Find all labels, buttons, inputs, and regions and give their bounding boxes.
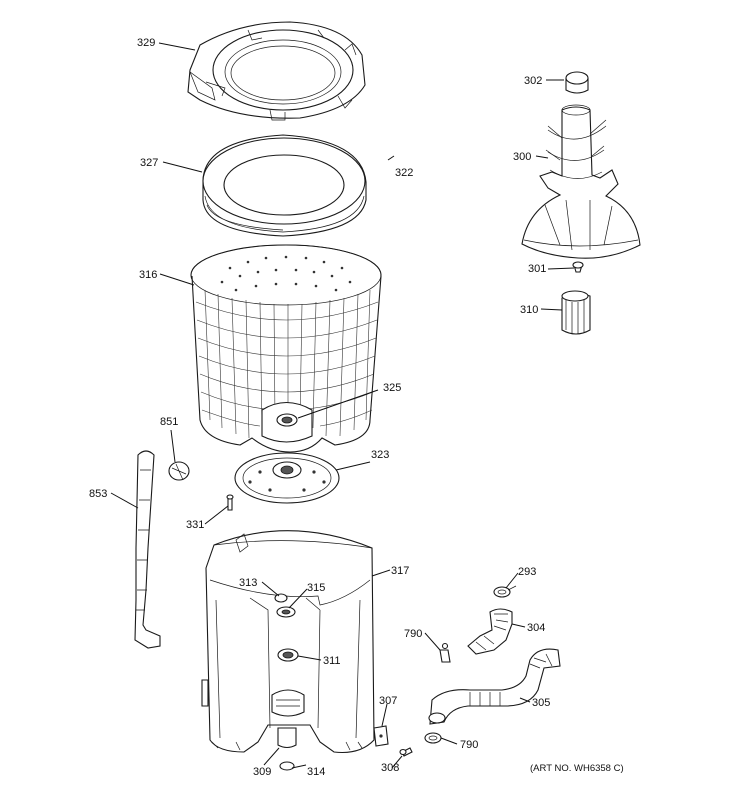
drain-hose-305 (428, 648, 561, 725)
label-293: 293 (518, 566, 536, 578)
clamp-293 (493, 585, 517, 598)
label-331: 331 (186, 519, 204, 531)
label-316: 316 (139, 269, 157, 281)
label-853: 853 (89, 488, 107, 500)
hose-853 (134, 450, 161, 649)
label-329: 329 (137, 37, 155, 49)
label-790-lower: 790 (460, 739, 478, 751)
hose-304 (467, 608, 513, 655)
label-325: 325 (383, 382, 401, 394)
clip-851 (168, 461, 190, 481)
part-labels: 329 327 322 316 325 323 851 853 331 317 … (89, 37, 624, 778)
label-307: 307 (379, 695, 397, 707)
tub-cover-329 (187, 21, 366, 121)
wash-basket-316 (190, 244, 382, 453)
clamp-790-lower (424, 732, 442, 744)
label-323: 323 (371, 449, 389, 461)
label-304: 304 (527, 622, 545, 634)
agitator-300 (521, 104, 641, 259)
label-851: 851 (160, 416, 178, 428)
hub-plate-323 (234, 452, 340, 504)
bolt-301 (572, 261, 584, 273)
outer-tub-317 (201, 530, 375, 771)
leader-lines (110, 42, 575, 769)
label-305: 305 (532, 697, 550, 709)
drive-bell-310 (561, 290, 591, 335)
label-313: 313 (239, 577, 257, 589)
label-314: 314 (307, 766, 325, 778)
label-310: 310 (520, 304, 538, 316)
label-309: 309 (253, 766, 271, 778)
art-number: (ART NO. WH6358 C) (530, 763, 624, 774)
label-790-upper: 790 (404, 628, 422, 640)
screw-331 (226, 494, 234, 511)
label-302: 302 (524, 75, 542, 87)
balance-ring-327 (202, 134, 367, 237)
screw-308 (399, 747, 413, 757)
bracket-307 (373, 725, 389, 747)
clamp-790-upper (439, 642, 451, 663)
label-322: 322 (395, 167, 413, 179)
agitator-cap-302 (565, 71, 589, 94)
label-301: 301 (528, 263, 546, 275)
label-308: 308 (381, 762, 399, 774)
label-327: 327 (140, 157, 158, 169)
label-300: 300 (513, 151, 531, 163)
label-317: 317 (391, 565, 409, 577)
label-315: 315 (307, 582, 325, 594)
label-311: 311 (323, 655, 341, 667)
